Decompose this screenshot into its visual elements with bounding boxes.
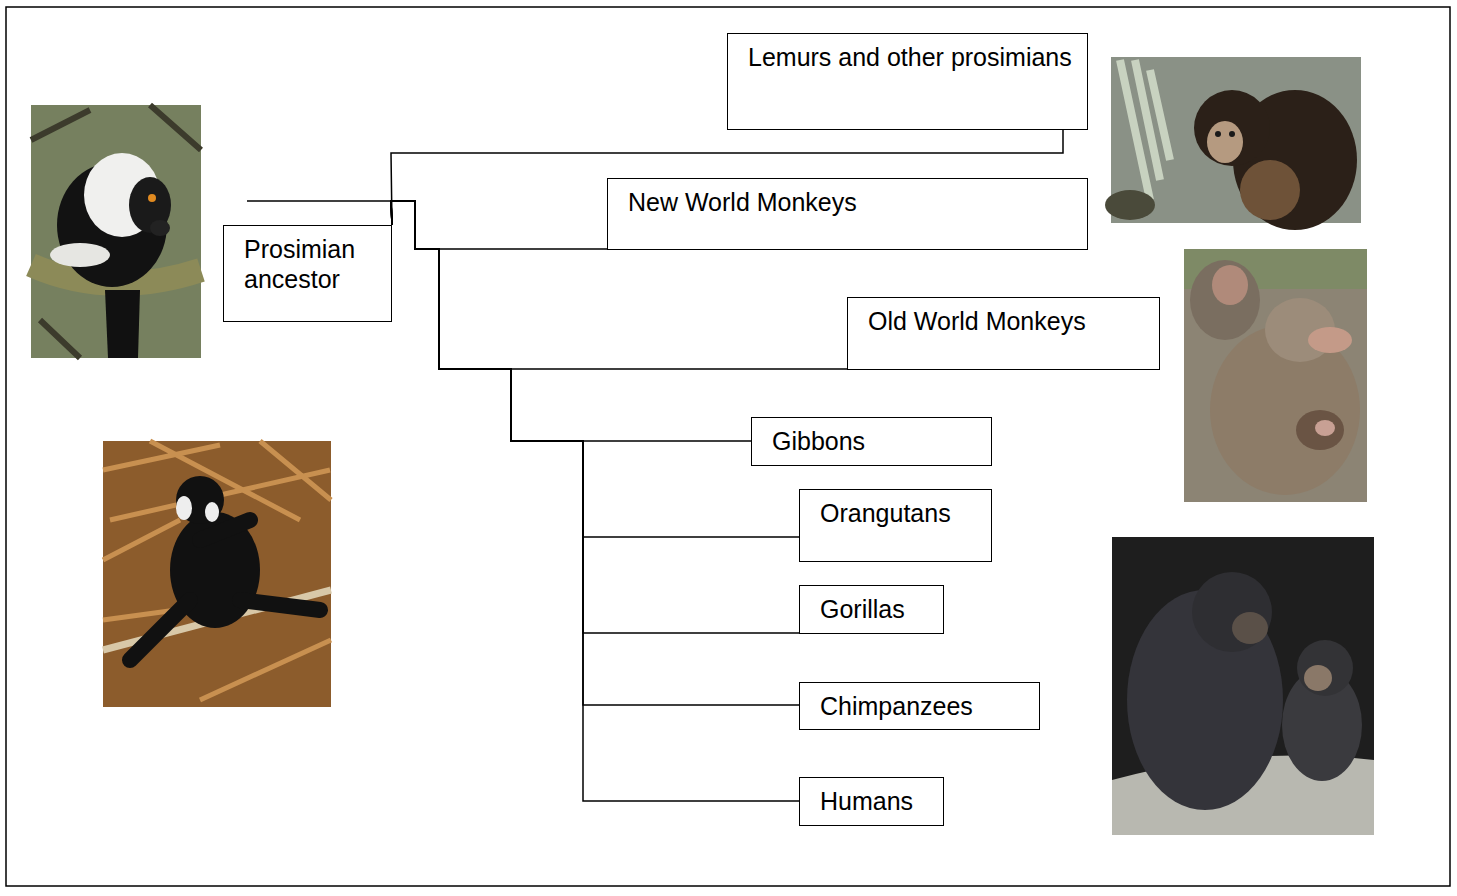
chimp-head xyxy=(1192,572,1272,652)
branch-line xyxy=(391,201,799,633)
baboon-muzzle xyxy=(1308,327,1352,353)
taxon-label: Orangutans xyxy=(820,498,977,528)
taxon-box: Gorillas xyxy=(799,585,944,634)
chimpanzees-photo xyxy=(1112,537,1374,835)
spider-monkey-photo xyxy=(1105,57,1361,230)
gibbon-limbs xyxy=(130,520,320,660)
taxon-box: Old World Monkeys xyxy=(847,297,1160,370)
lemur-tail xyxy=(105,290,140,358)
monkey-eye xyxy=(1215,131,1221,137)
plant-leaves xyxy=(1120,60,1170,200)
lemur-eye xyxy=(148,194,156,202)
lemur-limb xyxy=(50,243,110,267)
branch xyxy=(31,105,201,358)
young-chimp-head xyxy=(1297,640,1353,696)
photo-ground xyxy=(1112,537,1374,835)
taxon-label: Chimpanzees xyxy=(820,691,1025,721)
taxon-box: New World Monkeys xyxy=(607,178,1088,250)
branch-line xyxy=(391,201,799,801)
taxon-label: Gibbons xyxy=(772,426,977,456)
baboon-back xyxy=(1190,260,1260,340)
page-frame xyxy=(6,7,1450,886)
chimp-face xyxy=(1232,612,1268,644)
young-chimp-face xyxy=(1304,665,1332,691)
baboon-face xyxy=(1212,265,1248,305)
infant-face xyxy=(1315,420,1335,436)
taxon-box: Chimpanzees xyxy=(799,682,1040,730)
monkey-head xyxy=(1194,90,1270,166)
baboon-infant xyxy=(1296,410,1344,450)
taxon-label: Prosimian ancestor xyxy=(244,234,377,294)
taxon-label: Gorillas xyxy=(820,594,929,624)
taxon-label: Humans xyxy=(820,786,929,816)
taxon-box: Gibbons xyxy=(751,417,992,466)
palm-fronds xyxy=(103,441,331,700)
taxon-box: Prosimian ancestor xyxy=(223,225,392,322)
lemur-photo xyxy=(31,105,201,358)
gibbon-cheek xyxy=(205,502,219,522)
photo-ground xyxy=(103,441,331,707)
branch-line xyxy=(391,201,799,705)
photo-ground xyxy=(1184,249,1367,502)
root-stem xyxy=(247,200,391,202)
taxon-box: Orangutans xyxy=(799,489,992,562)
taxon-label: New World Monkeys xyxy=(628,187,1073,217)
gibbon-cheek xyxy=(176,496,192,520)
gibbon-head xyxy=(176,476,224,524)
monkey-face xyxy=(1207,121,1243,163)
lemur-snout xyxy=(150,220,170,236)
taxon-label: Lemurs and other prosimians xyxy=(748,42,1073,72)
taxon-box: Humans xyxy=(799,777,944,826)
gibbon-photo xyxy=(103,441,331,707)
taxon-label: Old World Monkeys xyxy=(868,306,1145,336)
taxon-box: Lemurs and other prosimians xyxy=(727,33,1088,130)
baboons-photo xyxy=(1184,249,1367,502)
monkey-chest xyxy=(1240,160,1300,220)
photo-ground xyxy=(31,105,201,358)
branch-line xyxy=(391,201,607,249)
monkey-eye xyxy=(1229,131,1235,137)
ground-plant xyxy=(1105,190,1155,220)
